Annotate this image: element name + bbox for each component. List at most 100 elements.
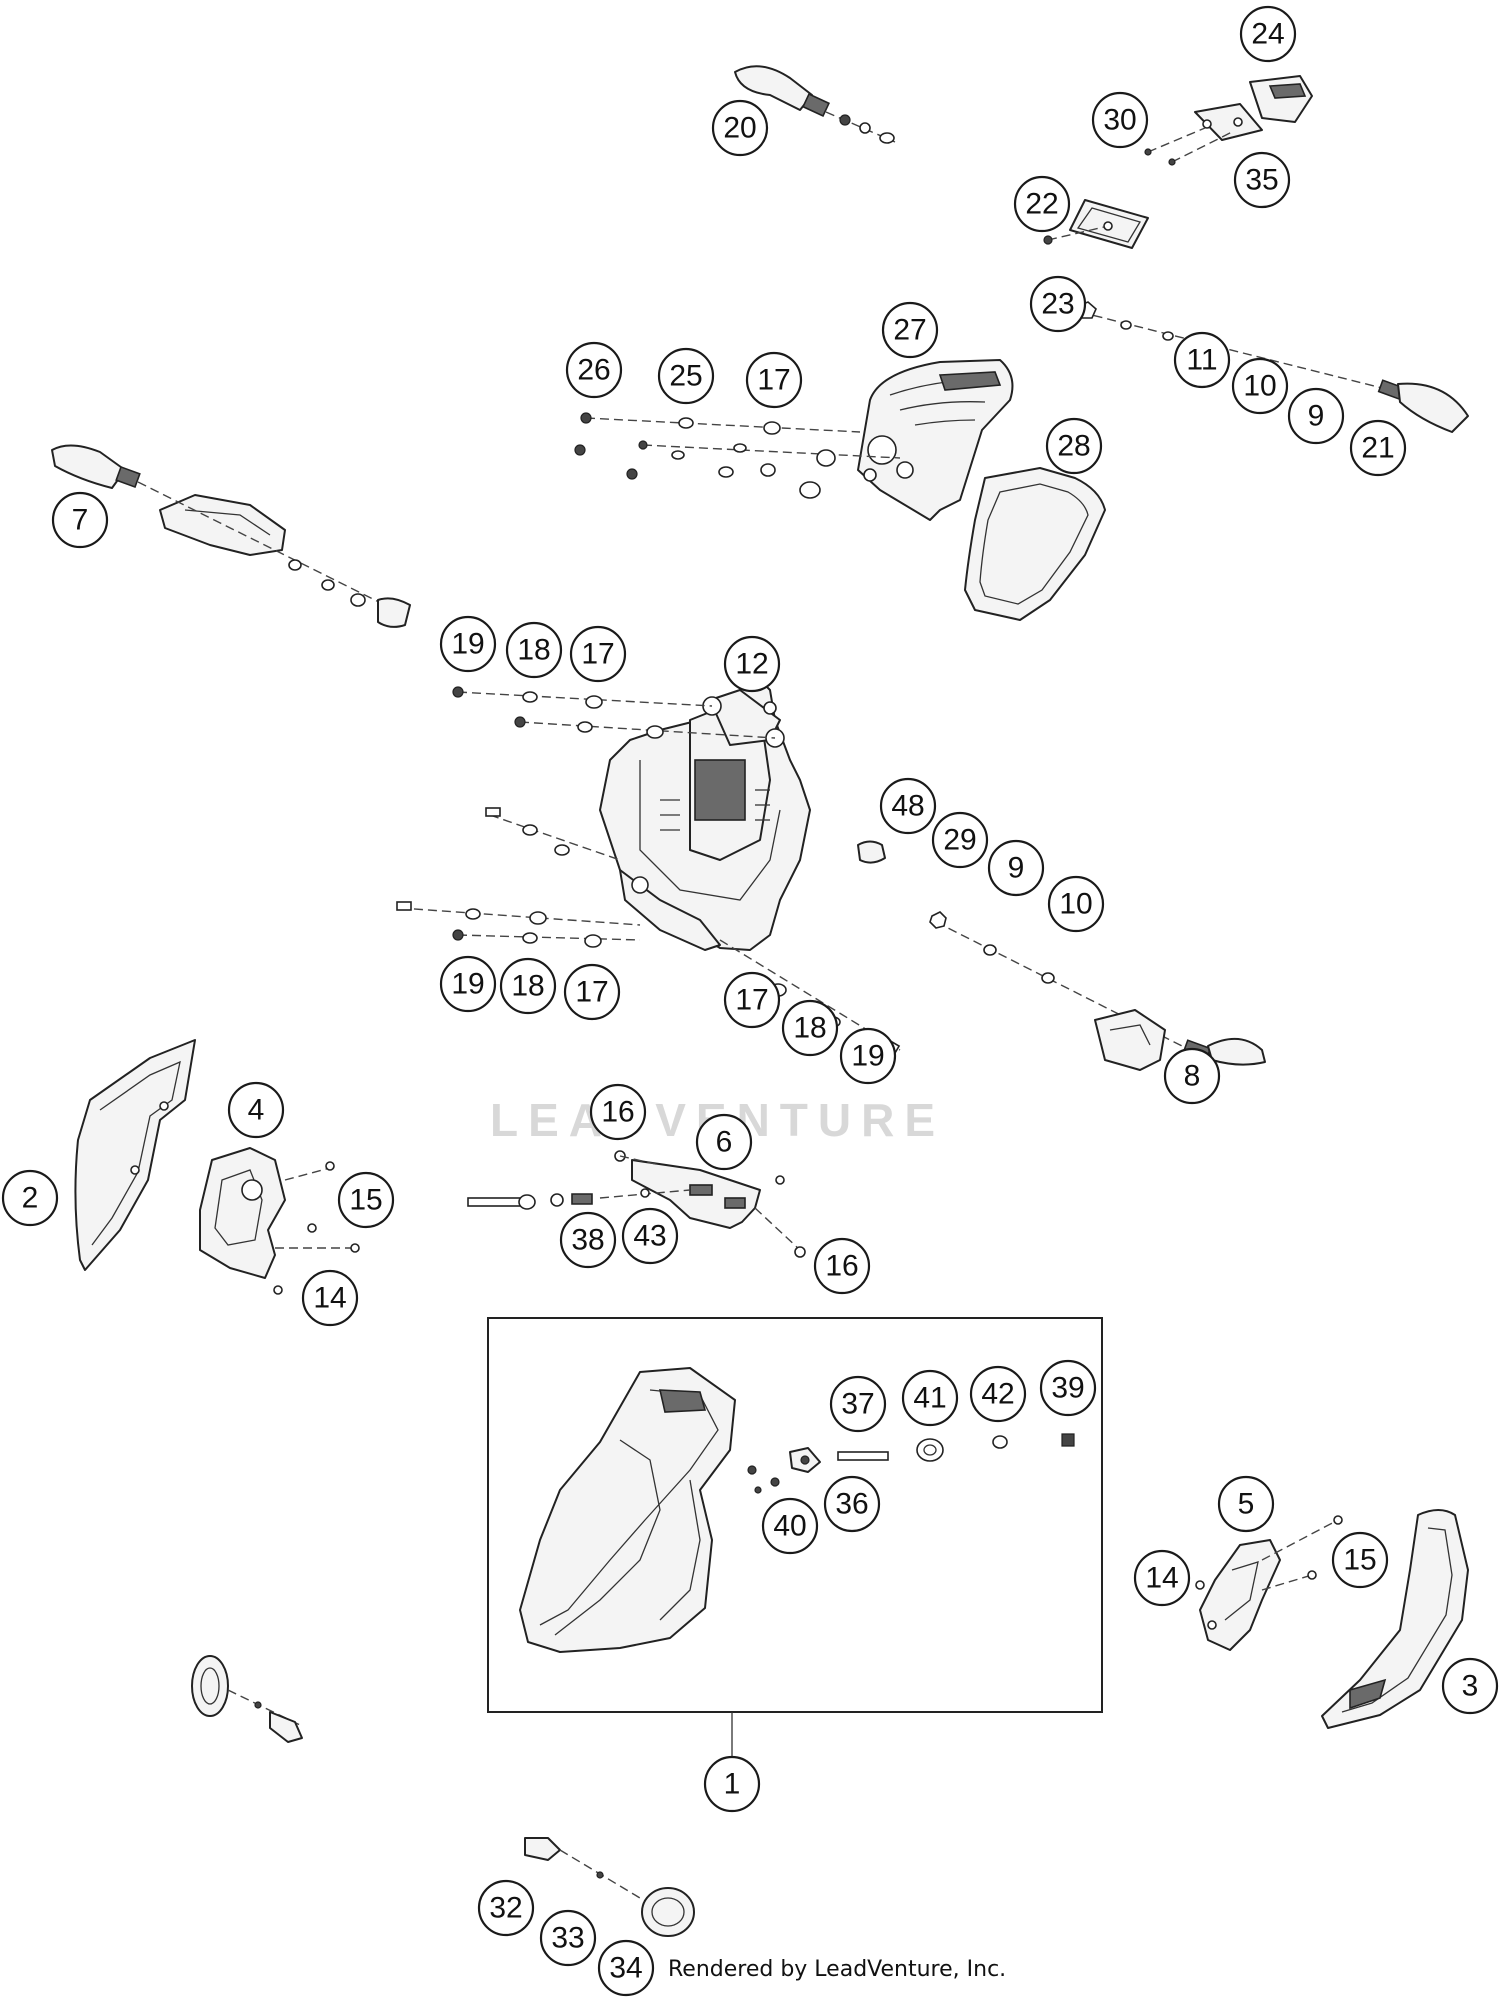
svg-text:16: 16 (825, 1250, 858, 1283)
callout-40[interactable]: 40 (761, 1497, 819, 1555)
callout-21[interactable]: 21 (1349, 419, 1407, 477)
svg-text:42: 42 (981, 1378, 1014, 1411)
callout-17-right[interactable]: 17 (723, 971, 781, 1029)
callout-16-top[interactable]: 16 (589, 1083, 647, 1141)
svg-text:12: 12 (735, 648, 768, 681)
svg-text:26: 26 (577, 354, 610, 387)
callout-27[interactable]: 27 (881, 301, 939, 359)
callout-14-left[interactable]: 14 (301, 1269, 359, 1327)
svg-text:30: 30 (1103, 104, 1136, 137)
svg-text:21: 21 (1361, 432, 1394, 465)
credit-text: Rendered by LeadVenture, Inc. (668, 1957, 1006, 1982)
adjuster-bracket-6 (467, 1150, 806, 1258)
side-cover-3 (1321, 1509, 1469, 1729)
svg-text:19: 19 (451, 968, 484, 1001)
callout-38[interactable]: 38 (559, 1211, 617, 1269)
headlight-kit-box (487, 1317, 1103, 1713)
callout-20[interactable]: 20 (711, 99, 769, 157)
callout-17-mid[interactable]: 17 (569, 625, 627, 683)
mount-bracket-4 (199, 1147, 360, 1295)
callout-23[interactable]: 23 (1029, 275, 1087, 333)
svg-text:20: 20 (723, 112, 756, 145)
svg-text:8: 8 (1184, 1060, 1201, 1093)
callout-34[interactable]: 34 (597, 1939, 655, 1997)
callout-42[interactable]: 42 (969, 1365, 1027, 1423)
callout-37[interactable]: 37 (829, 1375, 887, 1433)
callout-30[interactable]: 30 (1091, 91, 1149, 149)
callout-17-left[interactable]: 17 (563, 963, 621, 1021)
callout-18-top[interactable]: 18 (505, 621, 563, 679)
svg-text:6: 6 (716, 1126, 733, 1159)
svg-text:23: 23 (1041, 288, 1074, 321)
callout-24[interactable]: 24 (1239, 5, 1297, 63)
callout-39[interactable]: 39 (1039, 1359, 1097, 1417)
callout-41[interactable]: 41 (901, 1369, 959, 1427)
svg-text:16: 16 (601, 1096, 634, 1129)
callout-35[interactable]: 35 (1233, 151, 1291, 209)
callout-9-top[interactable]: 9 (1287, 387, 1345, 445)
callout-19-left[interactable]: 19 (439, 955, 497, 1013)
callout-10-right[interactable]: 10 (1047, 875, 1105, 933)
callout-8[interactable]: 8 (1163, 1047, 1221, 1105)
callout-3[interactable]: 3 (1441, 1657, 1499, 1715)
callout-19-right[interactable]: 19 (839, 1027, 897, 1085)
svg-text:15: 15 (1343, 1544, 1376, 1577)
callout-12[interactable]: 12 (723, 635, 781, 693)
callout-10-top[interactable]: 10 (1231, 357, 1289, 415)
turn-signal-20 (734, 65, 896, 144)
callout-15-right[interactable]: 15 (1331, 1531, 1389, 1589)
callout-33[interactable]: 33 (539, 1909, 597, 1967)
turn-signal-7 (51, 444, 411, 628)
callout-19-top[interactable]: 19 (439, 615, 497, 673)
svg-text:19: 19 (851, 1040, 884, 1073)
svg-text:17: 17 (575, 976, 608, 1009)
callout-4[interactable]: 4 (227, 1081, 285, 1139)
headlight-bracket-12 (599, 679, 811, 951)
svg-text:18: 18 (517, 634, 550, 667)
turn-signal-8 (857, 840, 1266, 1071)
callout-9-right[interactable]: 9 (987, 839, 1045, 897)
headlight-small-parts (747, 1433, 1075, 1494)
bulb-assembly-32 (524, 1837, 695, 1937)
callout-32[interactable]: 32 (477, 1879, 535, 1937)
callout-15-left[interactable]: 15 (337, 1171, 395, 1229)
svg-text:27: 27 (893, 314, 926, 347)
callout-2[interactable]: 2 (1, 1169, 59, 1227)
callout-28[interactable]: 28 (1045, 417, 1103, 475)
callout-26[interactable]: 26 (565, 341, 623, 399)
callout-6[interactable]: 6 (695, 1113, 753, 1171)
svg-text:1: 1 (724, 1768, 741, 1801)
callout-43[interactable]: 43 (621, 1207, 679, 1265)
svg-text:25: 25 (669, 360, 702, 393)
svg-text:9: 9 (1008, 852, 1025, 885)
callout-29[interactable]: 29 (931, 811, 989, 869)
svg-text:48: 48 (891, 790, 924, 823)
callout-18-right[interactable]: 18 (781, 999, 839, 1057)
license-plate-light-24 (1144, 75, 1313, 166)
svg-text:39: 39 (1051, 1372, 1084, 1405)
reflector-22 (1043, 199, 1149, 249)
svg-text:43: 43 (633, 1220, 666, 1253)
svg-text:2: 2 (22, 1182, 39, 1215)
svg-text:14: 14 (313, 1282, 346, 1315)
callout-11[interactable]: 11 (1173, 331, 1231, 389)
callout-18-left[interactable]: 18 (499, 957, 557, 1015)
callout-5[interactable]: 5 (1217, 1475, 1275, 1533)
svg-text:15: 15 (349, 1184, 382, 1217)
svg-text:4: 4 (248, 1094, 265, 1127)
callout-7[interactable]: 7 (51, 491, 109, 549)
callout-36[interactable]: 36 (823, 1475, 881, 1533)
callout-14-right[interactable]: 14 (1133, 1549, 1191, 1607)
callout-25[interactable]: 25 (657, 347, 715, 405)
svg-text:5: 5 (1238, 1488, 1255, 1521)
svg-text:29: 29 (943, 824, 976, 857)
callout-22[interactable]: 22 (1013, 175, 1071, 233)
callout-48[interactable]: 48 (879, 777, 937, 835)
svg-text:11: 11 (1186, 344, 1217, 377)
mount-bracket-5 (1195, 1515, 1343, 1651)
callout-1[interactable]: 1 (703, 1755, 761, 1813)
callout-16-bottom[interactable]: 16 (813, 1237, 871, 1295)
callout-17-top[interactable]: 17 (745, 351, 803, 409)
svg-text:17: 17 (757, 364, 790, 397)
